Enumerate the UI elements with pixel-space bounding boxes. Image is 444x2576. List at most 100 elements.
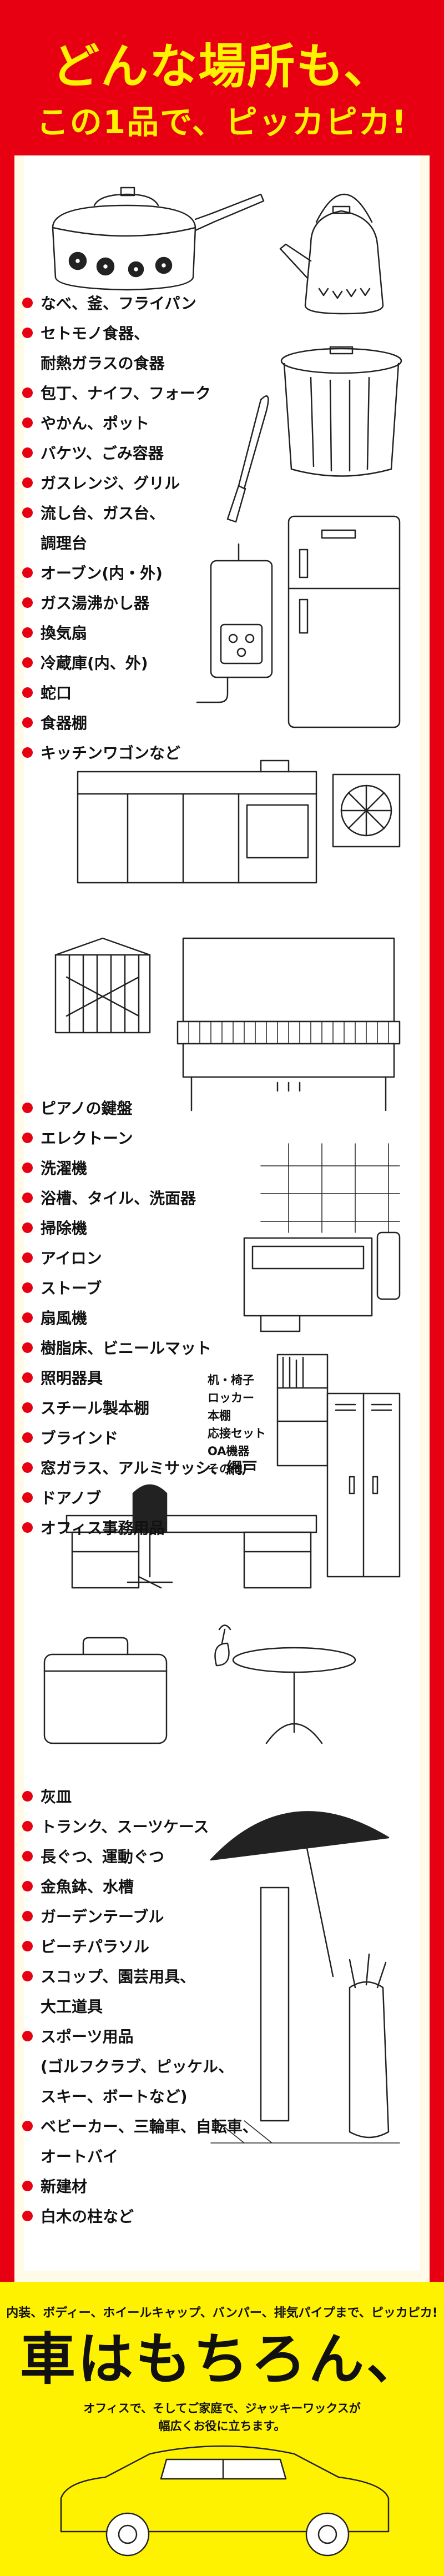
headline-line1: どんな場所も、 xyxy=(52,39,392,94)
list-item: 包丁、ナイフ、フォーク xyxy=(22,379,211,409)
sub-list-item: 机・椅子 xyxy=(208,1373,254,1387)
car-subtitle: 内装、ボディー、ホイールキャップ、バンパー、排気パイプまで、ピッカピカ! xyxy=(6,2306,438,2320)
sub-list-item: ロッカー xyxy=(208,1391,254,1405)
bullet-icon xyxy=(22,1790,33,1802)
list-item: 白木の柱など xyxy=(22,2202,258,2232)
list-item: 金魚鉢、水槽 xyxy=(22,1872,258,1902)
bullet-icon xyxy=(22,507,33,518)
outdoor-items-list: 灰皿 トランク、スーツケース 長ぐつ、運動ぐつ 金魚鉢、水槽 ガーデンテーブル … xyxy=(22,1782,258,2232)
bullet-icon xyxy=(22,1132,33,1143)
list-item: やかん、ポット xyxy=(22,409,211,439)
bathtub-icon xyxy=(244,1144,400,1331)
bullet-icon xyxy=(22,1850,33,1861)
bullet-icon xyxy=(22,1102,33,1113)
bullet-icon xyxy=(22,1282,33,1293)
bullet-icon xyxy=(22,1970,33,1981)
list-item: 流し台、ガス台、 xyxy=(22,499,211,529)
bullet-icon xyxy=(22,657,33,668)
garden-table-icon xyxy=(215,1626,356,1744)
list-item: セトモノ食器、 xyxy=(22,319,211,349)
list-item: 新建材 xyxy=(22,2172,258,2202)
list-item: 長ぐつ、運動ぐつ xyxy=(22,1842,258,1872)
bookshelf-icon xyxy=(278,1355,327,1466)
bullet-icon xyxy=(22,627,33,638)
bullet-icon xyxy=(22,1432,33,1443)
bullet-icon xyxy=(22,1252,33,1263)
list-item: ベビーカー、三輪車、自転車、 xyxy=(22,2112,258,2142)
list-item: 蛇口 xyxy=(22,678,211,708)
list-item: 扇風機 xyxy=(22,1304,258,1334)
content-panel xyxy=(24,155,420,2271)
locker-icon xyxy=(327,1393,400,1577)
bullet-icon xyxy=(22,2120,33,2131)
list-item: 灰皿 xyxy=(22,1782,258,1812)
bullet-icon xyxy=(22,1940,33,1951)
list-item: 換気扇 xyxy=(22,618,211,648)
bullet-icon xyxy=(22,597,33,608)
knife-icon xyxy=(228,396,268,522)
car-caption-line2: 幅広くお役に立ちます。 xyxy=(158,2419,286,2433)
bullet-icon xyxy=(22,1192,33,1203)
list-item: スチール製本棚 xyxy=(22,1393,258,1423)
bullet-icon xyxy=(22,417,33,428)
bullet-icon xyxy=(22,387,33,398)
trash-can-icon xyxy=(281,347,401,476)
suitcase-icon xyxy=(44,1638,167,1743)
list-item: ドアノブ xyxy=(22,1483,258,1513)
headline-line2: この1品で、ピッカピカ! xyxy=(36,103,408,141)
list-item: 浴槽、タイル、洗面器 xyxy=(22,1184,258,1214)
bullet-icon xyxy=(22,567,33,578)
bullet-icon xyxy=(22,2030,33,2041)
list-item: ブラインド xyxy=(22,1423,258,1453)
list-item: キッチンワゴンなど xyxy=(22,738,211,768)
bullet-icon xyxy=(22,1372,33,1383)
list-item: アイロン xyxy=(22,1244,258,1274)
bullet-icon xyxy=(22,327,33,338)
list-item: エレクトーン xyxy=(22,1124,258,1154)
bullet-icon xyxy=(22,687,33,698)
sub-list-item: OA機器 xyxy=(208,1445,250,1458)
list-item: オートバイ xyxy=(41,2147,119,2166)
list-item: なべ、釜、フライパン xyxy=(22,289,211,319)
list-item: オーブン(内・外) xyxy=(22,559,211,588)
kitchen-counter-icon xyxy=(78,761,316,883)
water-heater-icon xyxy=(197,544,272,702)
sub-list-item: その他 xyxy=(208,1462,243,1476)
list-item: スポーツ用品 xyxy=(22,2022,258,2052)
office-items-sublist: 机・椅子 ロッカー 本棚 応接セット OA機器 その他 xyxy=(208,1371,266,1478)
list-item: バケツ、ごみ容器 xyxy=(22,439,211,469)
bullet-icon xyxy=(22,1880,33,1891)
list-item: 窓ガラス、アルミサッシ、網戸 xyxy=(22,1453,258,1483)
list-item: 調理台 xyxy=(41,534,88,552)
sub-list-item: 本棚 xyxy=(208,1409,231,1422)
kettle-icon xyxy=(280,194,383,314)
parasol-icon xyxy=(211,1812,389,1976)
kitchen-items-list: なべ、釜、フライパン セトモノ食器、 耐熱ガラスの食器 包丁、ナイフ、フォーク … xyxy=(22,289,211,768)
list-item: オフィス事務用品 xyxy=(22,1513,258,1543)
list-item: ガス湯沸かし器 xyxy=(22,588,211,618)
car-caption: オフィスで、そしてご家庭で、ジャッキーワックスが 幅広くお役に立ちます。 xyxy=(0,2399,444,2435)
vent-fan-icon xyxy=(333,774,400,847)
list-item: ピアノの鍵盤 xyxy=(22,1094,258,1124)
pot-icon xyxy=(53,188,264,290)
bullet-icon xyxy=(22,1820,33,1832)
bullet-icon xyxy=(22,717,33,728)
bullet-icon xyxy=(22,747,33,758)
bullet-icon xyxy=(22,2210,33,2221)
bullet-icon xyxy=(22,1402,33,1413)
bullet-icon xyxy=(22,1522,33,1533)
list-item: ガスレンジ、グリル xyxy=(22,469,211,499)
list-item: 食器棚 xyxy=(22,708,211,738)
list-item: ビーチパラソル xyxy=(22,1932,258,1962)
list-item: 照明器具 xyxy=(22,1364,258,1393)
list-item: 掃除機 xyxy=(22,1214,258,1244)
bullet-icon xyxy=(22,1222,33,1233)
bullet-icon xyxy=(22,1462,33,1473)
list-item: 樹脂床、ビニールマット xyxy=(22,1334,258,1364)
list-item: ストーブ xyxy=(22,1274,258,1304)
sub-list-item: 応接セット xyxy=(208,1427,266,1440)
list-item: 大工道具 xyxy=(41,1998,103,2016)
bullet-icon xyxy=(22,1492,33,1503)
list-item: トランク、スーツケース xyxy=(22,1812,258,1842)
bullet-icon xyxy=(22,1312,33,1323)
